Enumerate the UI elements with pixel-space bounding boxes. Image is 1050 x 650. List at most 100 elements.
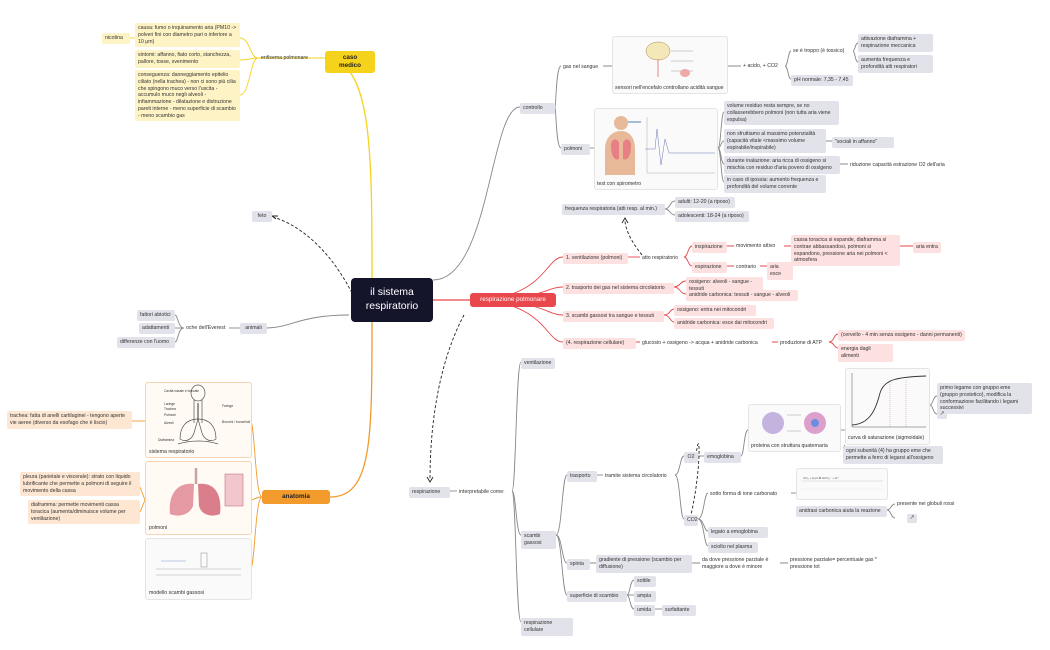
node-diaframma[interactable]: diaframma: permette movimenti cassa tora… <box>28 500 140 525</box>
node-fattori[interactable]: fattori abiotici <box>137 310 175 321</box>
spirometer-figure <box>605 116 715 175</box>
brain-sensors-figure <box>645 41 693 77</box>
node-non-sfruttiamo[interactable]: non sfruttiamo al massimo potenzialità (… <box>724 129 826 154</box>
node-aria-entra[interactable]: aria entra <box>913 242 941 253</box>
node-controllo[interactable]: controllo <box>520 103 555 114</box>
image-sensori-encefalo[interactable]: sensori nell'encefalo controllano acidit… <box>612 36 728 94</box>
node-primo-legame[interactable]: primo legame con gruppo eme (gruppo pros… <box>937 383 1032 414</box>
node-disciolto[interactable]: sciolto nel plasma <box>708 542 758 553</box>
node-anidrasi[interactable]: anidrasi carbonica aiuta la reazione <box>796 506 887 517</box>
topic-respirazione-polmonare[interactable]: respirazione polmonare <box>470 293 556 308</box>
node-acido-co2[interactable]: + acido, + CO2 <box>743 63 778 69</box>
node-gas-sangue[interactable]: gas nel sangue <box>563 64 599 70</box>
caption-curva: curva di saturazione (sigmoidale) <box>848 435 925 441</box>
gas-exchange-model-figure <box>156 552 241 576</box>
node-causa[interactable]: causa: fumo o inquinamento aria (PM10 ->… <box>135 23 240 48</box>
node-ventilazione-grey[interactable]: ventilazione <box>521 358 555 369</box>
node-attivazione-diaframma[interactable]: attivazione diaframma + respirazione mec… <box>858 34 933 52</box>
node-polmoni[interactable]: polmoni <box>561 144 590 155</box>
node-sociali-affanno[interactable]: "sociali in affanno" <box>832 137 894 148</box>
image-sistema-respiratorio[interactable]: Cavità nasale e boccale Laringe Trachea … <box>145 382 252 458</box>
node-sottile[interactable]: sottile <box>634 576 656 587</box>
node-resp-cellulare[interactable]: (4. respirazione cellulare) <box>563 338 636 349</box>
image-curva[interactable]: curva di saturazione (sigmoidale) <box>845 368 930 445</box>
node-interpretabile[interactable]: interpretabile come: <box>459 489 505 495</box>
label-trachea: Trachea <box>164 407 176 411</box>
node-umida[interactable]: umida <box>634 605 655 616</box>
node-surfattante[interactable]: surfattante <box>662 605 696 616</box>
node-ossigeno-mitocondri[interactable]: ossigeno: entra nei mitocondri <box>674 305 756 316</box>
node-co2[interactable]: CO2 <box>684 515 698 526</box>
node-ipossia[interactable]: in caso di ipossia: aumento frequenza e … <box>724 175 826 193</box>
node-aria-esce[interactable]: aria esce <box>767 262 793 280</box>
node-superficie[interactable]: superficie di scambio <box>567 591 627 602</box>
label-bronchi: Bronchi / bronchioli <box>222 420 250 424</box>
link-icon-2[interactable]: ↗ <box>907 514 917 523</box>
node-inspirazione[interactable]: inspirazione <box>692 242 727 253</box>
node-ampia[interactable]: ampia <box>634 591 656 602</box>
node-emoglobina[interactable]: emoglobina <box>704 452 741 463</box>
caption-spirometro: test con spirometro <box>597 181 642 187</box>
node-trasporto[interactable]: trasporto <box>567 471 597 482</box>
caption-modello-scambi: modello scambi gassosi <box>149 590 205 596</box>
node-atto[interactable]: atto respiratorio <box>642 255 679 261</box>
node-scambi-tessuti[interactable]: 3. scambi gassosi tra sangue e tessuti <box>563 311 664 322</box>
node-anidride-mitocondri[interactable]: anidride carbonica: esce dai mitocondri <box>674 318 774 329</box>
node-nicotina[interactable]: nicotina <box>102 33 130 44</box>
image-reazione[interactable]: CO₂ + H₂O ⇌ HCO₃⁻ + H⁺ <box>796 468 888 500</box>
node-differenze[interactable]: differenze con l'uomo <box>117 337 175 348</box>
image-modello-scambi[interactable]: modello scambi gassosi <box>145 538 252 600</box>
node-oche[interactable]: oche dell'Everest <box>186 325 226 331</box>
node-movimento-attivo[interactable]: movimento attivo <box>736 243 776 249</box>
node-se-troppo[interactable]: se è troppo (è tossico) <box>793 48 845 54</box>
node-respirazione-cellulare[interactable]: respirazione cellulare <box>521 618 573 636</box>
node-cassa-toracica[interactable]: cassa toracica si espande, diaframma si … <box>791 235 900 266</box>
node-animali[interactable]: animali <box>240 323 267 334</box>
node-legato[interactable]: legato a emoglobina <box>708 527 768 538</box>
topic-anatomia[interactable]: anatomia <box>262 490 330 505</box>
node-spinta[interactable]: spinta <box>567 559 590 570</box>
label-cavita: Cavità nasale e boccale <box>164 389 199 393</box>
node-cervello[interactable]: (cervello - 4 min senza ossigeno - danni… <box>838 330 965 341</box>
node-adattamenti[interactable]: adattamenti <box>139 323 175 334</box>
node-frequenza[interactable]: frequenza respiratoria (atti resp. al mi… <box>562 204 665 215</box>
node-pressione-parziale[interactable]: pressione parziale= percentuale gas * pr… <box>790 557 877 570</box>
node-trachea[interactable]: trachea: fatta di anelli cartilaginei - … <box>7 411 132 429</box>
caption-proteina: proteina con struttura quaternaria <box>751 443 828 449</box>
node-adolescenti[interactable]: adolescenti: 18-24 (a riposo) <box>675 211 749 222</box>
node-tramite[interactable]: tramite sistema circolatorio <box>605 473 667 479</box>
node-o2[interactable]: O2 <box>684 452 698 463</box>
node-espirazione[interactable]: espirazione <box>692 262 727 273</box>
node-riduzione[interactable]: riduzione capacità estrazione O2 dell'ar… <box>850 162 945 168</box>
image-spirometro[interactable]: test con spirometro <box>594 108 718 190</box>
node-volume-residuo[interactable]: volume residuo resta sempre, se no colla… <box>724 101 839 126</box>
node-ogni-subunita[interactable]: ogni subunità (4) ha gruppo eme che perm… <box>843 446 943 464</box>
link-icon[interactable]: ↗ <box>937 410 947 419</box>
central-topic[interactable]: il sistema respiratorio <box>351 278 433 322</box>
node-anidride-tessuti[interactable]: anidride carbonica: tessuti - sangue - a… <box>686 290 798 301</box>
node-conseguenze[interactable]: conseguenza: danneggiamento epitelio cil… <box>135 70 240 122</box>
node-gradiente[interactable]: gradiente di pressione (scambio per diff… <box>596 555 692 573</box>
node-energia[interactable]: energia dagli alimenti <box>838 344 893 362</box>
node-pleura[interactable]: pleura (parietale e viscerale): strato c… <box>20 472 140 497</box>
node-adulti[interactable]: adulti: 12-20 (a riposo) <box>675 197 735 208</box>
node-atp[interactable]: produzione di ATP <box>780 340 823 346</box>
node-trasporto-gas[interactable]: 2. trasporto dei gas nel sistema circola… <box>563 283 674 294</box>
node-sintomi[interactable]: sintomi: affanno, fiato corto, stanchezz… <box>135 50 240 68</box>
node-enfisema[interactable]: enfisema polmonare <box>261 55 309 61</box>
node-da-dove[interactable]: da dove pressione parziale è maggiore a … <box>702 557 769 570</box>
node-contrario[interactable]: contrario <box>736 264 757 270</box>
topic-caso-medico[interactable]: caso medico <box>325 51 375 74</box>
node-ventilazione[interactable]: 1. ventilazione (polmoni) <box>563 253 628 264</box>
node-ph-normale[interactable]: pH normale: 7,35 - 7,45 <box>791 75 853 86</box>
image-polmoni[interactable]: polmoni <box>145 461 252 535</box>
node-scambi-gassosi[interactable]: scambi gassosi <box>521 531 556 549</box>
image-proteina[interactable]: proteina con struttura quaternaria <box>748 404 841 452</box>
node-ione-carbonato[interactable]: sotto forma di ione carbonato <box>710 491 778 497</box>
node-durante-inalazione[interactable]: durante inalazione: aria ricca di ossige… <box>724 156 840 174</box>
node-aumenta-frequenza[interactable]: aumenta frequenza e profondità atti resp… <box>858 55 933 73</box>
node-globuli-rossi[interactable]: presente nei globuli rossi <box>897 501 955 507</box>
node-glucosio[interactable]: glucosio + ossigeno -> acqua + anidride … <box>642 340 758 346</box>
node-respirazione[interactable]: respirazione <box>409 487 450 498</box>
node-feto[interactable]: feto <box>252 211 272 222</box>
